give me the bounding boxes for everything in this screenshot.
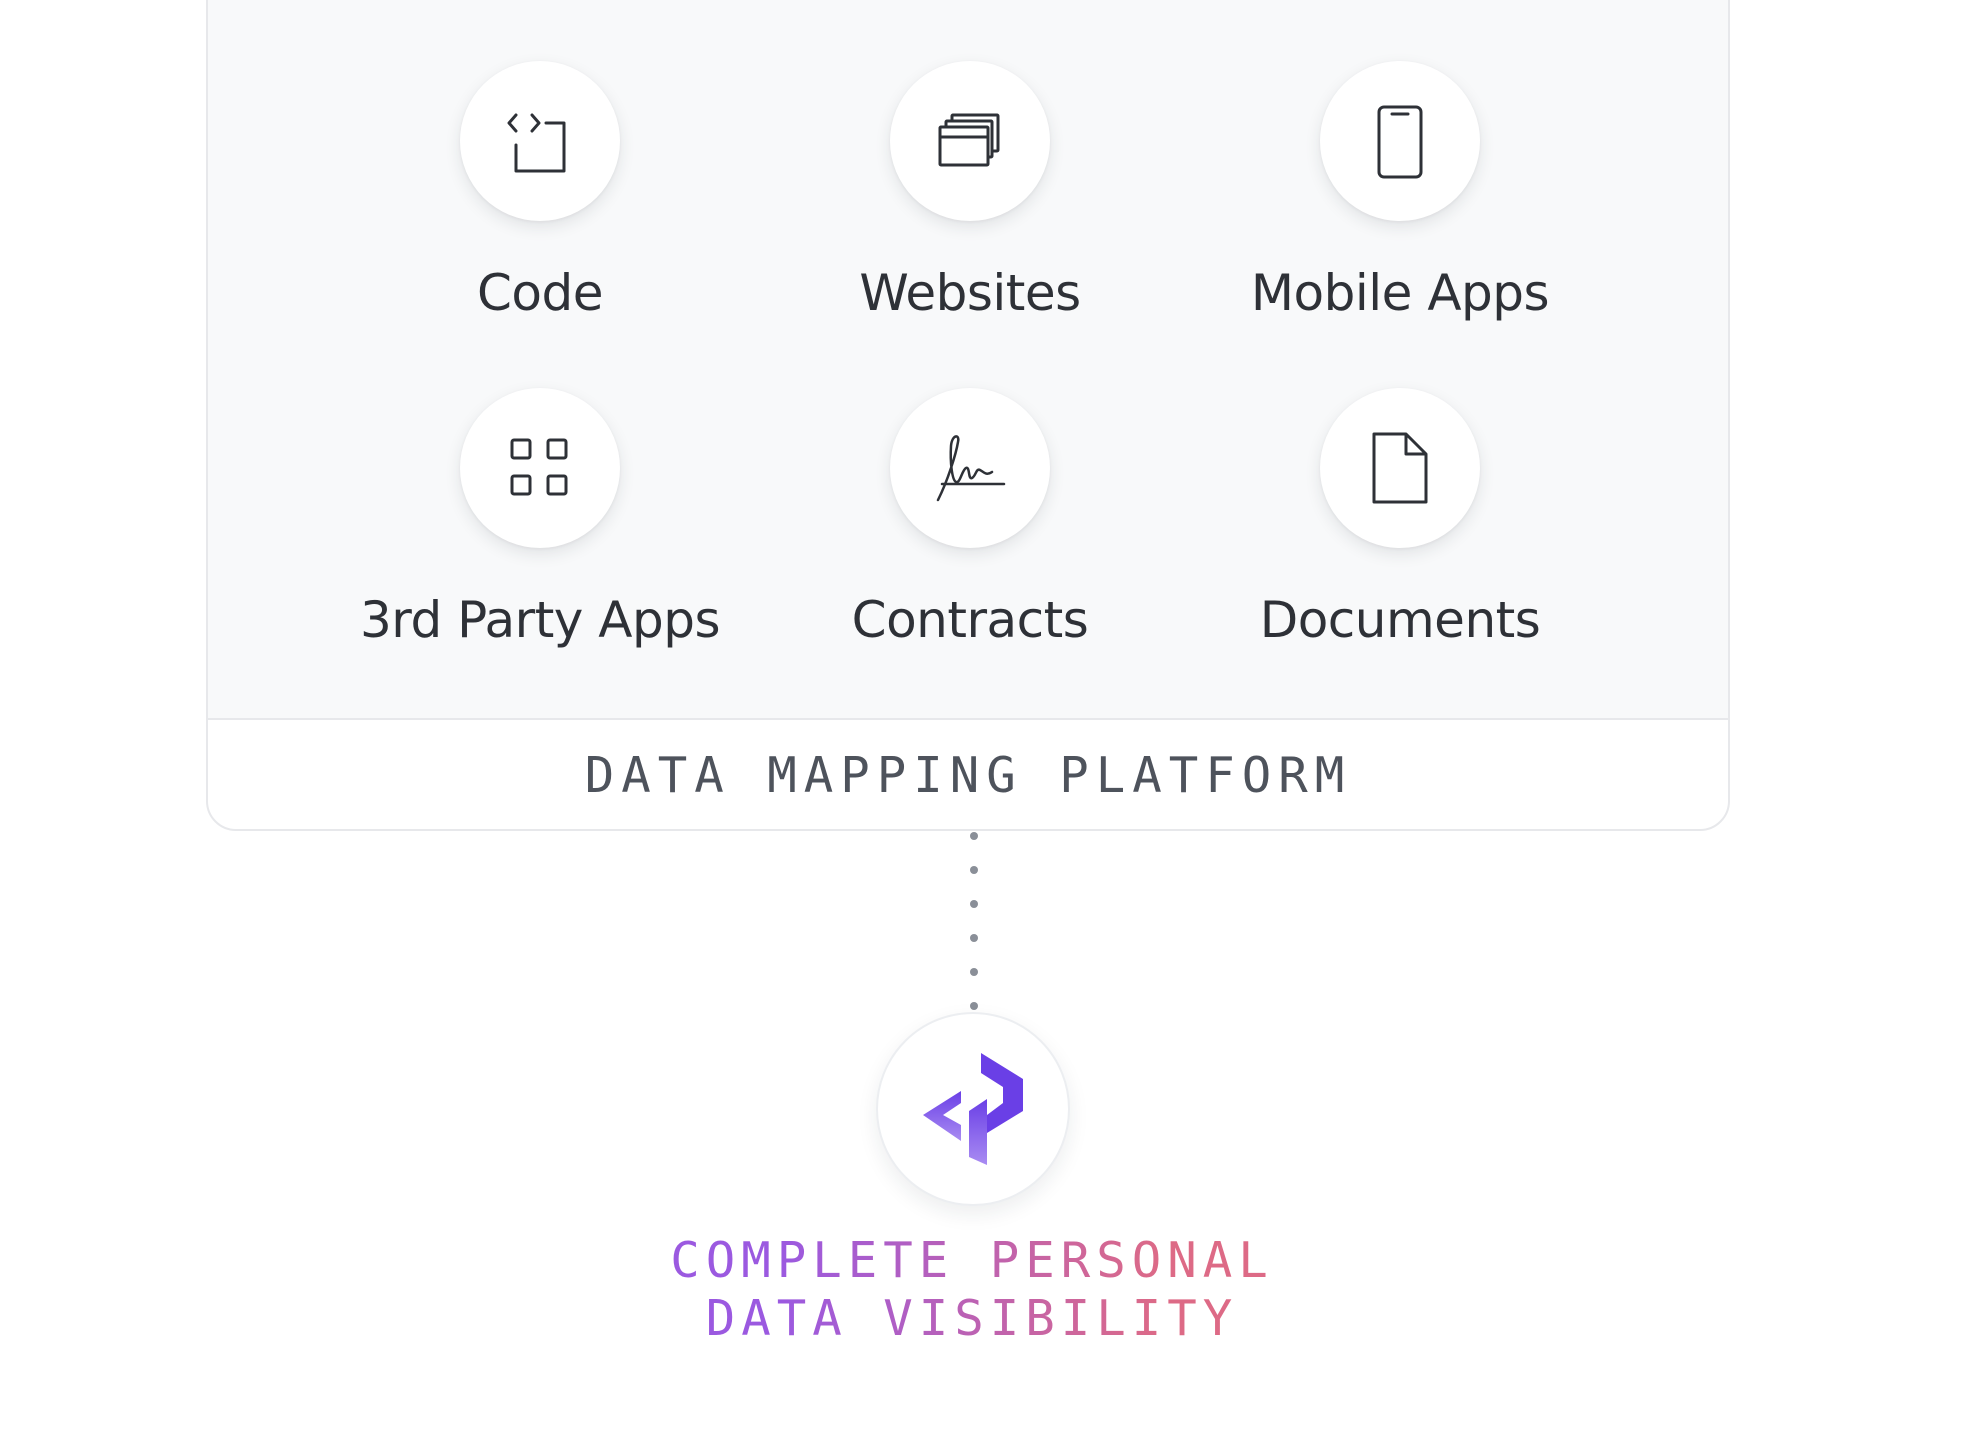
source-code: Code [330, 61, 750, 323]
connector-dot [970, 1002, 978, 1010]
connector-dot [970, 968, 978, 976]
source-3rd-party-apps: 3rd Party Apps [330, 388, 750, 650]
contracts-icon-circle [890, 388, 1050, 548]
source-mobile-apps: Mobile Apps [1190, 61, 1610, 323]
connector-dot [970, 934, 978, 942]
data-mapping-platform-card: Code Websites [206, 0, 1730, 831]
source-label-documents: Documents [1259, 591, 1541, 649]
platform-label: DATA MAPPING PLATFORM [584, 747, 1352, 804]
browser-windows-icon [938, 113, 1000, 167]
source-websites: Websites [760, 61, 1180, 323]
connector-dot [970, 866, 978, 874]
documents-icon-circle [1320, 388, 1480, 548]
mobile-apps-icon-circle [1320, 61, 1480, 221]
3rd-party-apps-icon-circle [460, 388, 620, 548]
dotted-connector [970, 832, 978, 1012]
code-window-icon [507, 113, 566, 173]
source-label-websites: Websites [859, 264, 1081, 322]
source-label-contracts: Contracts [851, 591, 1089, 649]
result-line-2: DATA VISIBILITY [705, 1290, 1239, 1347]
connector-dot [970, 832, 978, 840]
source-contracts: Contracts [760, 388, 1180, 650]
source-label-3rd-party-apps: 3rd Party Apps [359, 591, 721, 649]
brand-logo-circle [876, 1012, 1070, 1206]
brand-logo-icon [923, 1053, 1023, 1165]
websites-icon-circle [890, 61, 1050, 221]
data-sources-grid: Code Websites [208, 0, 1728, 720]
code-icon-circle [460, 61, 620, 221]
result-line-1: COMPLETE PERSONAL [670, 1232, 1274, 1289]
app-grid-icon [510, 438, 568, 496]
source-label-code: Code [476, 264, 604, 322]
mobile-phone-icon [1377, 105, 1423, 179]
source-documents: Documents [1190, 388, 1610, 650]
signature-icon [936, 435, 1006, 502]
document-icon [1372, 432, 1428, 504]
connector-dot [970, 900, 978, 908]
result-caption: COMPLETE PERSONAL DATA VISIBILITY [492, 1232, 1452, 1348]
source-label-mobile-apps: Mobile Apps [1250, 264, 1550, 322]
